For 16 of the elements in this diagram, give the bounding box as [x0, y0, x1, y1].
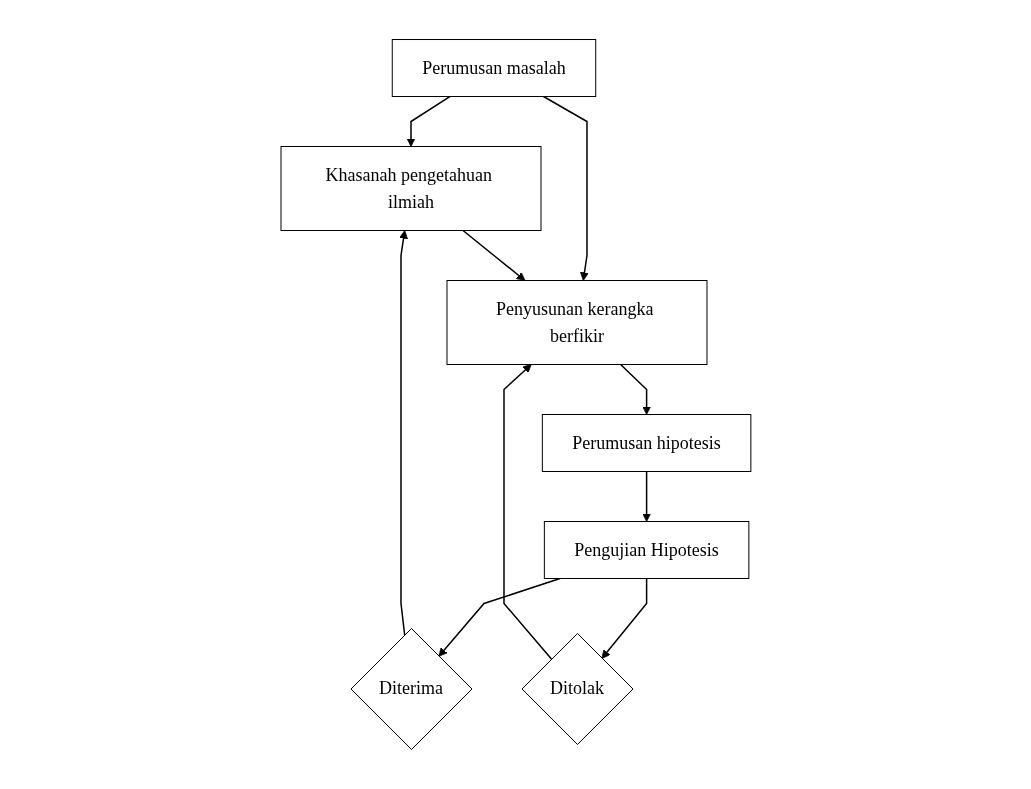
arrow	[601, 577, 647, 659]
arrow	[398, 230, 408, 636]
arrow	[438, 577, 561, 657]
arrow	[502, 364, 552, 660]
node-box: Pengujian Hipotesis	[543, 521, 749, 579]
arrow	[641, 470, 651, 522]
node-diamond: Diterima	[350, 628, 473, 750]
node-box: Perumusan masalah	[391, 39, 596, 97]
node-box: Khasanah pengetahuan ilmiah	[280, 146, 542, 231]
node-box: Penyusunan kerangka berfikir	[446, 280, 708, 365]
node-diamond: Ditolak	[521, 633, 634, 745]
arrow	[406, 95, 451, 147]
node-box: Perumusan hipotesis	[541, 414, 751, 472]
arrow	[542, 95, 589, 281]
arrow	[619, 363, 651, 415]
arrow	[461, 229, 525, 281]
